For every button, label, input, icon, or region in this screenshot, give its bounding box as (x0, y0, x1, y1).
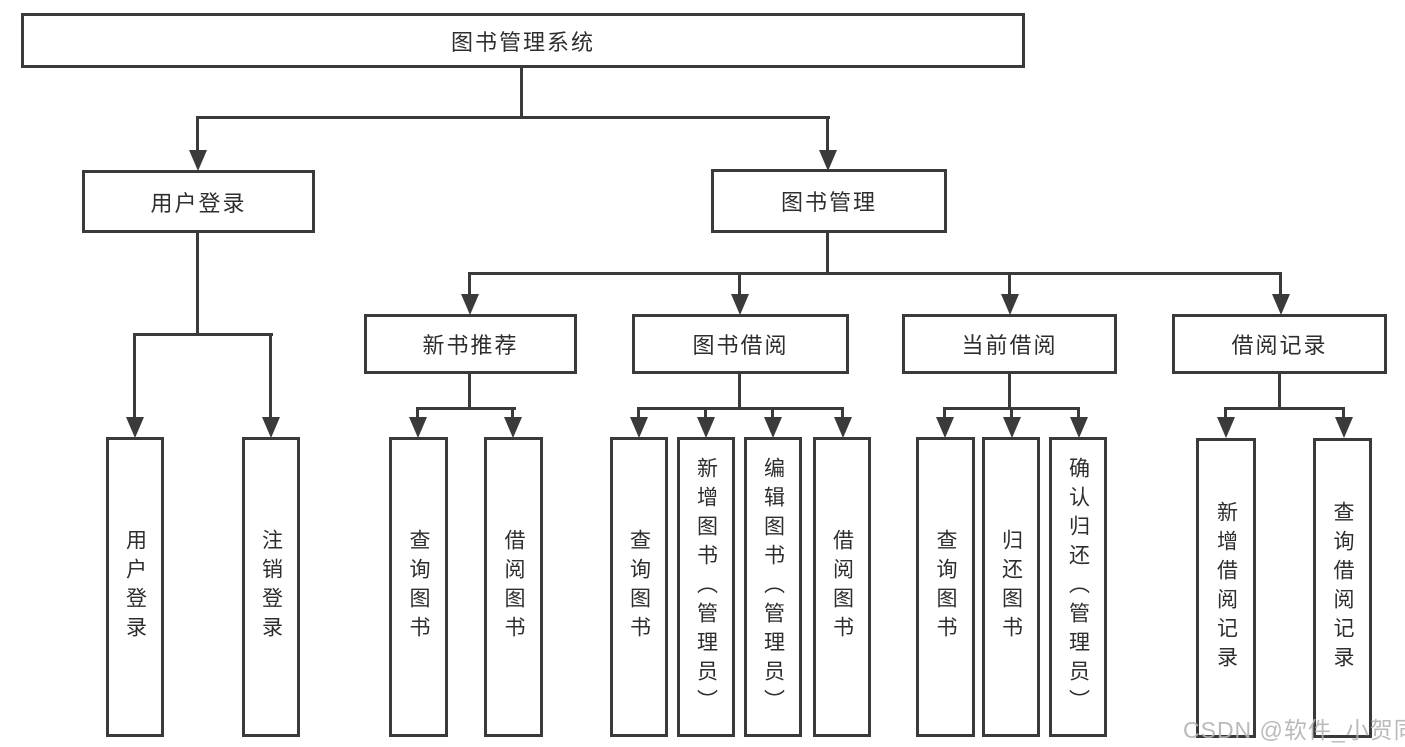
connector-line (520, 68, 523, 118)
node-label: 图书管理 (780, 190, 877, 215)
arrowhead (819, 150, 837, 171)
leaf-label: 查询图书 (407, 529, 430, 645)
leaf-label: 编辑图书（管理员） (761, 456, 785, 718)
connector-line (468, 373, 471, 409)
leaf-add-borrow-record: 新增借阅记录 (1196, 438, 1256, 738)
connector-line (416, 407, 516, 410)
connector-line (943, 407, 946, 421)
node-current-borrowing: 当前借阅 (902, 314, 1117, 374)
leaf-query-books-recommend: 查询图书 (389, 437, 448, 737)
connector-line (1008, 272, 1011, 298)
arrowhead (126, 417, 144, 438)
connector-line (1278, 373, 1281, 409)
leaf-label: 新增借阅记录 (1214, 501, 1238, 675)
node-label: 借阅记录 (1231, 333, 1328, 358)
node-library-system: 图书管理系统 (21, 13, 1025, 68)
arrowhead (1217, 417, 1235, 438)
connector-line (704, 407, 707, 421)
connector-line (1342, 407, 1345, 421)
leaf-label: 用户登录 (123, 529, 147, 645)
arrowhead (834, 417, 852, 438)
connector-line (1279, 272, 1282, 298)
leaf-label: 注销登录 (259, 529, 283, 645)
leaf-label: 查询借阅记录 (1331, 501, 1354, 675)
connector-line (738, 373, 741, 409)
connector-line (468, 272, 471, 298)
leaf-borrow-books: 借阅图书 (813, 437, 871, 737)
leaf-confirm-return-admin: 确认归还（管理员） (1049, 437, 1107, 737)
leaf-query-borrow-record: 查询借阅记录 (1313, 438, 1372, 738)
connector-line (1077, 407, 1080, 421)
arrowhead (409, 417, 427, 438)
arrowhead (936, 417, 954, 438)
arrowhead (189, 150, 207, 171)
node-label: 新书推荐 (422, 333, 519, 358)
leaf-label: 借阅图书 (502, 529, 525, 645)
leaf-return-book: 归还图书 (982, 437, 1040, 737)
connector-line (771, 407, 774, 421)
node-label: 图书管理系统 (450, 29, 595, 55)
leaf-label: 借阅图书 (830, 529, 854, 645)
connector-line (1224, 407, 1227, 421)
arrowhead (262, 417, 280, 438)
node-label: 图书借阅 (692, 333, 789, 358)
arrowhead (1272, 294, 1290, 315)
node-borrowing-records: 借阅记录 (1172, 314, 1387, 374)
leaf-edit-book-admin: 编辑图书（管理员） (744, 437, 802, 737)
connector-line (133, 333, 273, 336)
connector-line (269, 333, 272, 421)
connector-line (1224, 407, 1345, 410)
leaf-borrow-books-recommend: 借阅图书 (484, 437, 543, 737)
arrowhead (1070, 417, 1088, 438)
leaf-label: 新增图书（管理员） (694, 456, 718, 718)
connector-line (637, 407, 844, 410)
connector-line (826, 233, 829, 274)
connector-line (468, 272, 1282, 275)
connector-line (826, 116, 829, 154)
arrowhead (461, 294, 479, 315)
connector-line (738, 272, 741, 298)
connector-line (416, 407, 419, 421)
arrowhead (697, 417, 715, 438)
leaf-query-books-borrowing: 查询图书 (610, 437, 668, 737)
leaf-label: 确认归还（管理员） (1066, 456, 1090, 718)
node-label: 当前借阅 (961, 333, 1058, 358)
leaf-label: 归还图书 (999, 529, 1023, 645)
arrowhead (1335, 417, 1353, 438)
leaf-label: 查询图书 (627, 529, 651, 645)
connector-line (637, 407, 640, 421)
connector-line (196, 116, 199, 154)
leaf-user-login: 用户登录 (106, 437, 164, 737)
connector-line (841, 407, 844, 421)
leaf-logout: 注销登录 (242, 437, 300, 737)
arrowhead (764, 417, 782, 438)
arrowhead (731, 294, 749, 315)
node-new-book-recommendation: 新书推荐 (364, 314, 577, 374)
leaf-query-books-current: 查询图书 (916, 437, 975, 737)
leaf-add-book-admin: 新增图书（管理员） (677, 437, 735, 737)
arrowhead (1003, 417, 1021, 438)
connector-line (511, 407, 514, 421)
arrowhead (504, 417, 522, 438)
node-user-login: 用户登录 (82, 170, 315, 233)
arrowhead (630, 417, 648, 438)
connector-line (1010, 407, 1013, 421)
arrowhead (1001, 294, 1019, 315)
connector-line (133, 333, 136, 421)
leaf-label: 查询图书 (934, 529, 957, 645)
node-book-borrowing: 图书借阅 (632, 314, 849, 374)
node-label: 用户登录 (150, 190, 247, 216)
connector-line (196, 116, 830, 119)
connector-line (196, 233, 199, 336)
connector-line (1008, 373, 1011, 409)
node-book-management: 图书管理 (711, 169, 947, 233)
